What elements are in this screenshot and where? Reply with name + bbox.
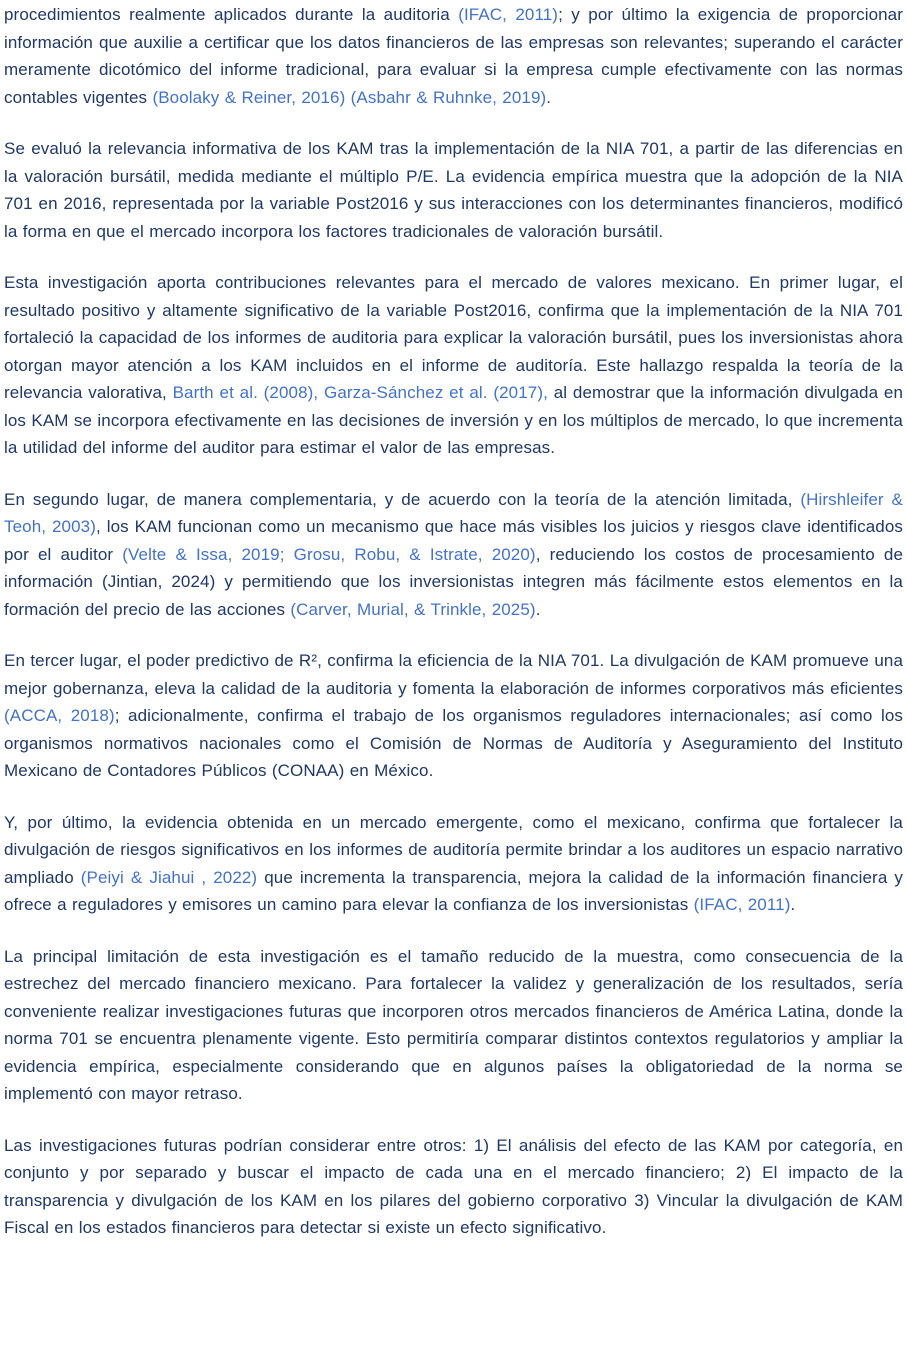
document-body: procedimientos realmente aplicados duran…	[4, 1, 903, 1242]
citation-link[interactable]: (Boolaky & Reiner, 2016) (Asbahr & Ruhnk…	[152, 87, 547, 107]
paragraph-4: En segundo lugar, de manera complementar…	[4, 486, 903, 624]
paragraph-7: La principal limitación de esta investig…	[4, 943, 903, 1108]
text-run: .	[546, 87, 552, 107]
text-run: ; y por último la exigencia de proporcio…	[4, 5, 903, 107]
citation-link[interactable]: (Peiyi & Jiahui , 2022)	[80, 867, 258, 887]
text-run: Se evaluó la relevancia informativa de l…	[4, 139, 903, 241]
citation-link[interactable]: (IFAC, 2011)	[458, 5, 559, 24]
citation-link[interactable]: (ACCA, 2018)	[4, 706, 115, 725]
text-run: procedimientos realmente aplicados duran…	[4, 5, 459, 24]
text-run: que incrementa la transparencia, mejora …	[4, 867, 903, 915]
text-run: La principal limitación de esta investig…	[4, 946, 903, 1104]
paragraph-5: En tercer lugar, el poder predictivo de …	[4, 647, 903, 785]
paragraph-2: Se evaluó la relevancia informativa de l…	[4, 135, 903, 245]
text-run: .	[790, 895, 796, 914]
paragraph-8: Las investigaciones futuras podrían cons…	[4, 1132, 903, 1242]
text-run: Las investigaciones futuras podrían cons…	[4, 1135, 903, 1238]
paragraph-3: Esta investigación aporta contribuciones…	[4, 269, 903, 462]
text-run: En segundo lugar, de manera complementar…	[4, 489, 801, 509]
citation-link[interactable]: (Velte & Issa, 2019; Grosu, Robu, & Istr…	[122, 544, 536, 564]
citation-link[interactable]: (IFAC, 2011)	[693, 895, 791, 914]
text-run: al demostrar que la información divulgad…	[4, 383, 904, 457]
paragraph-6: Y, por último, la evidencia obtenida en …	[4, 809, 903, 919]
text-run: ; adicionalmente, confirma el trabajo de…	[4, 706, 903, 780]
text-run: .	[535, 599, 541, 619]
citation-link[interactable]: Barth et al. (2008), Garza-Sánchez et al…	[172, 383, 548, 402]
text-run: En tercer lugar, el poder predictivo de …	[4, 651, 903, 698]
citation-link[interactable]: (Hirshleifer & Teoh, 2003)	[4, 489, 903, 537]
text-run: Y, por último, la evidencia obtenida en …	[4, 812, 903, 887]
text-run: , los KAM funcionan como un mecanismo qu…	[4, 517, 904, 564]
text-run: Esta investigación aporta contribuciones…	[4, 273, 903, 402]
text-run: , reduciendo los costos de procesamiento…	[4, 544, 904, 619]
paragraph-1: procedimientos realmente aplicados duran…	[4, 1, 903, 111]
citation-link[interactable]: (Carver, Murial, & Trinkle, 2025)	[290, 599, 536, 619]
